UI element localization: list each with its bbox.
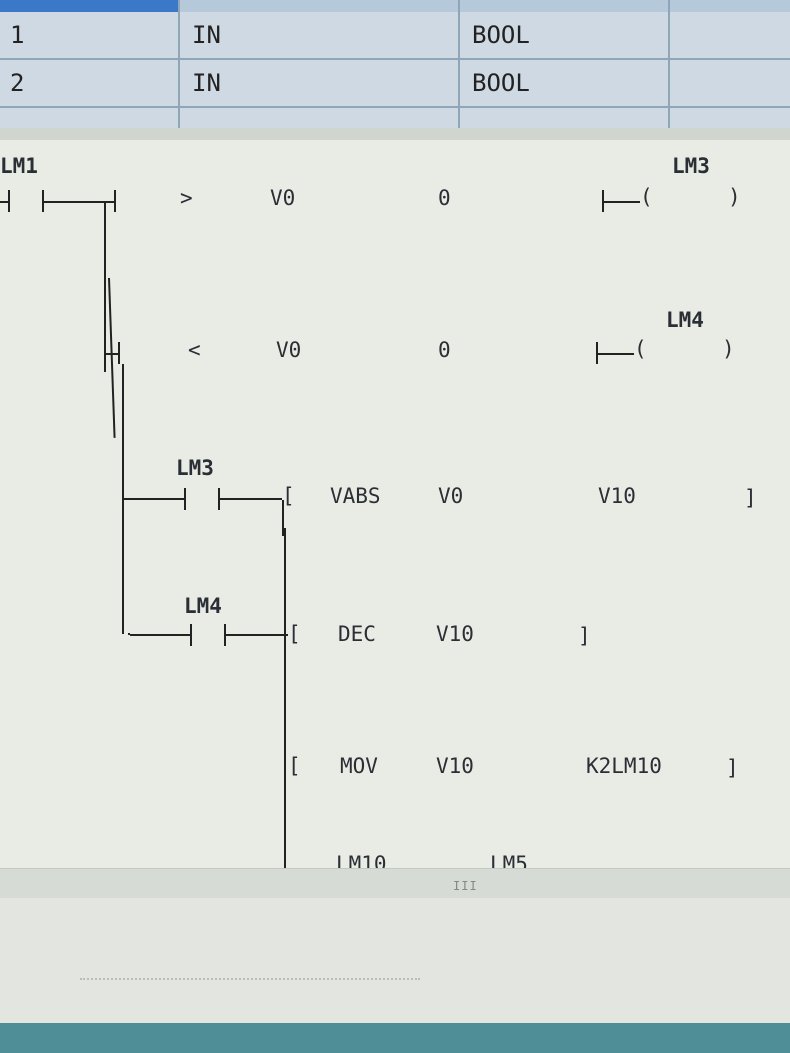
dotted-divider: [80, 978, 420, 980]
status-band: [0, 1023, 790, 1053]
column-divider: [178, 0, 180, 128]
compare-operator-gt[interactable]: >: [180, 186, 193, 210]
data-type-cell[interactable]: BOOL: [472, 69, 530, 97]
var-name-cell[interactable]: 2: [10, 69, 25, 97]
instruction-mov[interactable]: MOV: [340, 754, 378, 778]
instruction-open-bracket-icon[interactable]: [: [288, 754, 301, 778]
wire: [130, 634, 190, 636]
instruction-close-bracket-icon[interactable]: ]: [578, 624, 591, 648]
selected-cell[interactable]: [0, 0, 180, 12]
coil-open-icon[interactable]: (: [634, 337, 647, 361]
instruction-close-bracket-icon[interactable]: ]: [744, 486, 757, 510]
var-name-cell[interactable]: 1: [10, 21, 25, 49]
wire: [128, 633, 130, 635]
instruction-arg2[interactable]: V10: [598, 484, 636, 508]
coil-open-icon[interactable]: (: [640, 185, 653, 209]
var-type-cell[interactable]: IN: [192, 21, 221, 49]
compare-block-bar: [118, 342, 120, 364]
instruction-open-bracket-icon[interactable]: [: [282, 484, 295, 508]
coil-label-lm3: LM3: [672, 154, 710, 178]
wire: [124, 498, 184, 500]
wire: [0, 201, 8, 203]
editor-top-border: [0, 128, 790, 140]
contact-bar: [42, 190, 44, 212]
contact-label-lm1: LM1: [0, 154, 38, 178]
instruction-arg1[interactable]: V0: [438, 484, 464, 508]
column-divider: [458, 0, 460, 128]
ladder-editor[interactable]: LM1 > V0 0 LM3 ( ) < V0 0 LM4 ( ) LM3 [ …: [0, 128, 790, 876]
variable-table: 1 IN BOOL 2 IN BOOL: [0, 0, 790, 128]
wire: [44, 201, 114, 203]
output-bus: [284, 528, 286, 868]
wire: [220, 498, 282, 500]
data-type-cell[interactable]: BOOL: [472, 21, 530, 49]
instruction-vabs[interactable]: VABS: [330, 484, 381, 508]
coil-label-lm4: LM4: [666, 308, 704, 332]
contact-bar: [224, 624, 226, 646]
wire: [598, 353, 634, 355]
output-pane: [0, 898, 790, 1023]
coil-bar: [596, 342, 598, 364]
pane-splitter[interactable]: III: [0, 868, 790, 899]
contact-bar: [190, 624, 192, 646]
coil-close-icon[interactable]: ): [722, 337, 735, 361]
column-divider: [668, 0, 670, 128]
branch-bus: [108, 277, 116, 438]
wire: [604, 201, 640, 203]
table-row[interactable]: 2 IN BOOL: [0, 60, 790, 108]
instruction-arg1[interactable]: V10: [436, 754, 474, 778]
branch-bus: [104, 202, 106, 372]
instruction-open-bracket-icon[interactable]: [: [288, 622, 301, 646]
instruction-dec[interactable]: DEC: [338, 622, 376, 646]
wire: [226, 634, 288, 636]
coil-bar: [602, 190, 604, 212]
splitter-grip-icon[interactable]: III: [453, 879, 478, 893]
table-row[interactable]: 1 IN BOOL: [0, 12, 790, 60]
instruction-close-bracket-icon[interactable]: ]: [726, 756, 739, 780]
var-type-cell[interactable]: IN: [192, 69, 221, 97]
compare-operand-a[interactable]: V0: [270, 186, 296, 210]
instruction-arg2[interactable]: K2LM10: [586, 754, 662, 778]
coil-close-icon[interactable]: ): [728, 185, 741, 209]
compare-operator-lt[interactable]: <: [188, 338, 201, 362]
compare-operand-b[interactable]: 0: [438, 338, 451, 362]
instruction-arg1[interactable]: V10: [436, 622, 474, 646]
branch-bus: [122, 364, 124, 634]
contact-bar: [8, 190, 10, 212]
compare-operand-a[interactable]: V0: [276, 338, 302, 362]
compare-block-bar: [114, 190, 116, 212]
output-bus: [282, 500, 284, 536]
contact-bar: [218, 488, 220, 510]
contact-label-lm3: LM3: [176, 456, 214, 480]
contact-bar: [184, 488, 186, 510]
contact-label-lm4: LM4: [184, 594, 222, 618]
compare-operand-b[interactable]: 0: [438, 186, 451, 210]
table-header-strip: [0, 0, 790, 12]
